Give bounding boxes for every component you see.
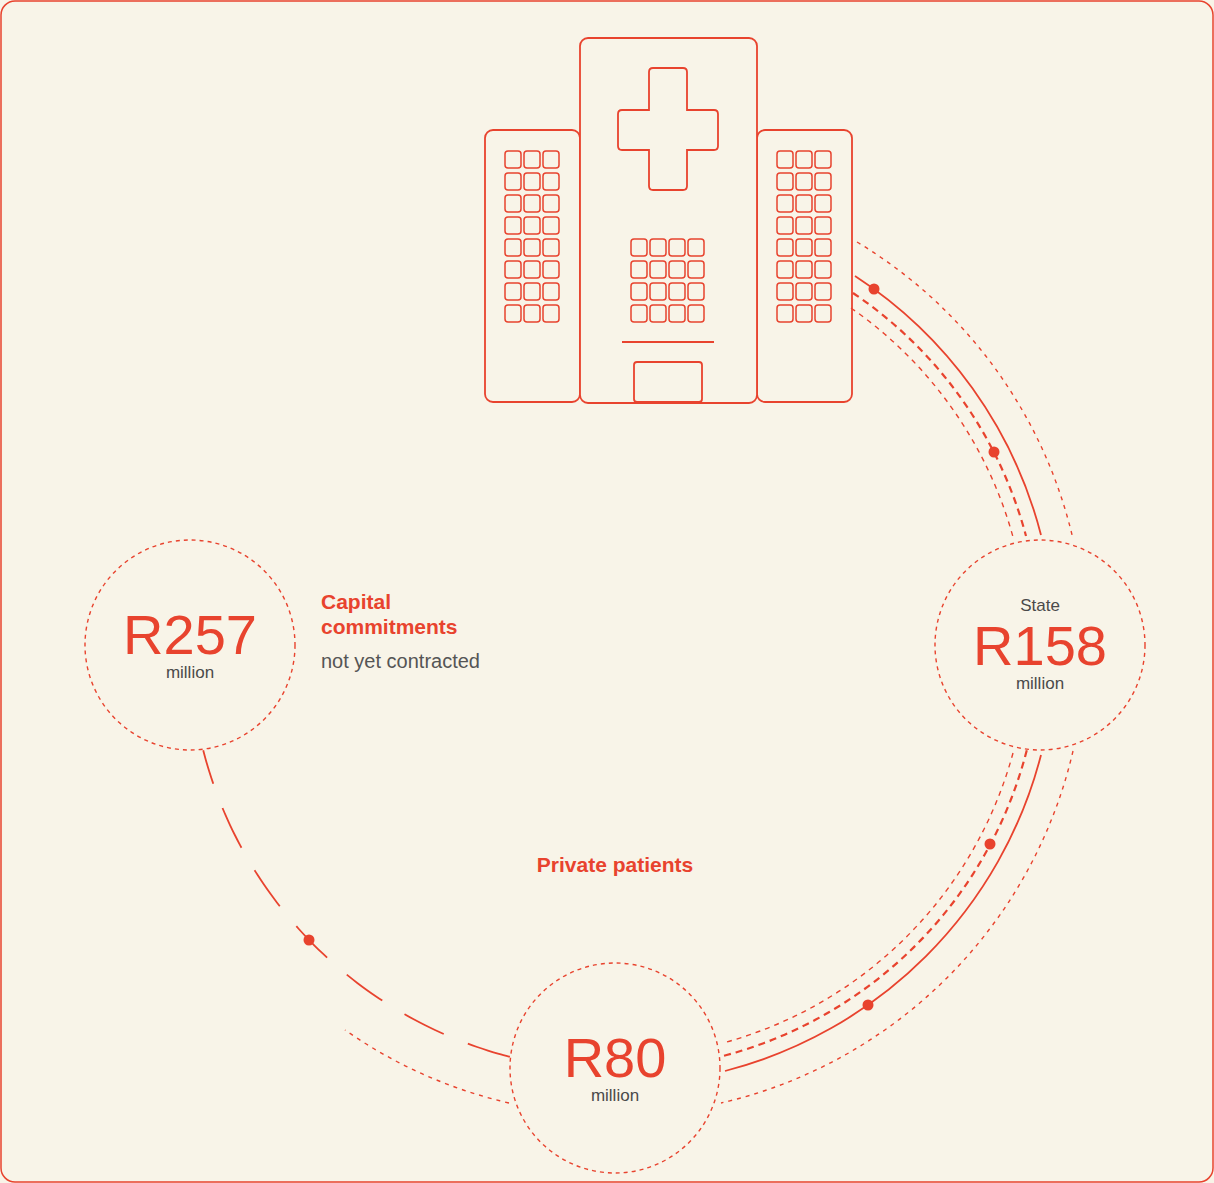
unit-label: million (591, 1086, 639, 1106)
note-label: not yet contracted (321, 649, 480, 673)
flow-dots (304, 284, 1000, 1011)
flow-connector (720, 750, 1027, 1057)
heading-label: Private patients (537, 852, 693, 877)
flow-rings (304, 242, 1074, 1103)
amount-number: R80 (564, 1030, 667, 1086)
amount-circle: StateR158million (934, 539, 1146, 751)
unit-label: million (1016, 674, 1064, 694)
hospital-building (485, 38, 852, 403)
flow-connector (203, 750, 510, 1057)
amount-number: R158 (973, 618, 1107, 674)
amount-number: R257 (123, 607, 257, 663)
heading-label: Capital commitments (321, 589, 481, 639)
amount-circle: R80millionPrivate patients (509, 962, 721, 1174)
unit-label: million (166, 663, 214, 683)
amount-circle: R257millionCapital commitmentsnot yet co… (84, 539, 296, 751)
category-label: State (1020, 596, 1060, 616)
